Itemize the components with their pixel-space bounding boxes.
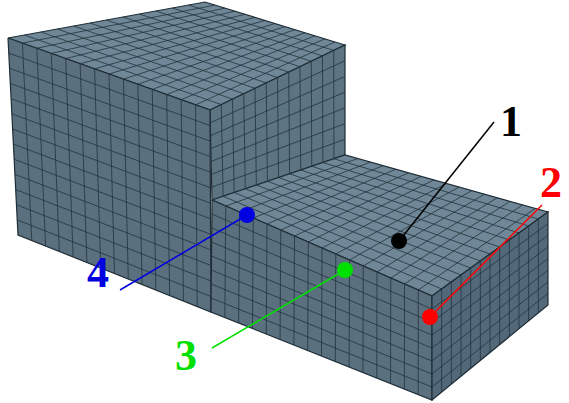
mesh-line [432, 247, 548, 335]
probe-dot [422, 309, 438, 325]
mesh-line [152, 89, 156, 290]
low-front-face [211, 200, 432, 400]
mesh-line [90, 23, 266, 83]
mesh-line [312, 166, 519, 233]
mesh-line [17, 220, 211, 297]
mesh-line [66, 59, 73, 257]
mesh-line [322, 56, 323, 163]
mesh-line [16, 205, 210, 281]
mesh-line [212, 214, 432, 309]
face-fill [211, 200, 432, 400]
mesh-line [288, 72, 290, 174]
mesh-line [109, 74, 115, 274]
mesh-line [233, 99, 235, 192]
face-fill [432, 212, 548, 400]
end-face [432, 212, 548, 400]
mesh-line [221, 105, 223, 197]
mesh-line [12, 114, 211, 188]
mesh-line [301, 170, 510, 240]
tall-front-face [8, 38, 211, 312]
mesh-line [95, 69, 101, 268]
mesh-line [323, 163, 529, 227]
mesh-line [13, 144, 210, 219]
mesh-line [432, 224, 548, 309]
mesh-line [15, 174, 211, 249]
mesh-line [432, 282, 548, 374]
mesh-line [14, 159, 210, 234]
callout-number: 3 [175, 334, 197, 378]
face-fill [8, 38, 211, 312]
mesh-line [10, 68, 211, 141]
mesh-line [278, 78, 279, 178]
probe-dot [239, 207, 255, 223]
mesh-line [139, 14, 300, 67]
mesh-line [22, 43, 31, 240]
mesh-line [10, 83, 210, 156]
mesh-line [37, 48, 46, 246]
mesh-line [211, 92, 345, 148]
mesh-line [211, 108, 345, 162]
leader-line [120, 215, 247, 290]
mesh-line [311, 61, 313, 166]
mesh-line [181, 100, 183, 301]
hex-mesh [8, 2, 548, 400]
mesh-line [138, 84, 142, 284]
mesh-line [432, 259, 548, 349]
mesh-line [212, 256, 433, 348]
mesh-line [9, 53, 210, 125]
mesh-line [211, 298, 432, 387]
mesh-line [210, 61, 345, 123]
mesh-line [266, 83, 267, 181]
mesh-line [300, 67, 302, 170]
mesh-line [334, 159, 538, 219]
callout-number: 1 [500, 100, 522, 144]
mesh-line [211, 76, 345, 135]
mesh-line [333, 50, 334, 158]
mesh-line [196, 105, 198, 307]
leader-line [430, 205, 542, 317]
mesh-line [432, 235, 548, 322]
mesh-line [189, 5, 334, 50]
mesh-line [211, 270, 432, 361]
probe-points [239, 207, 438, 325]
mesh-line [255, 88, 256, 185]
mesh-line [123, 79, 128, 279]
probe-dot [391, 233, 407, 249]
leader-line [399, 122, 494, 241]
callout-number: 2 [540, 161, 562, 205]
mesh-line [13, 129, 211, 203]
mesh-line [123, 17, 289, 72]
mesh-line [244, 94, 246, 189]
mesh-line [212, 242, 432, 335]
mesh-line [432, 270, 548, 361]
mesh-line [432, 293, 548, 387]
mesh-line [11, 99, 210, 173]
mesh-line [172, 8, 322, 56]
mesh-line [51, 53, 59, 251]
mesh-line [167, 95, 170, 296]
leader-line [212, 270, 345, 348]
mesh-line [80, 64, 87, 263]
callout-number: 4 [87, 251, 109, 295]
mesh-line [212, 228, 432, 322]
mesh-line [107, 20, 278, 78]
leader-lines [120, 122, 542, 348]
probe-dot [337, 262, 353, 278]
